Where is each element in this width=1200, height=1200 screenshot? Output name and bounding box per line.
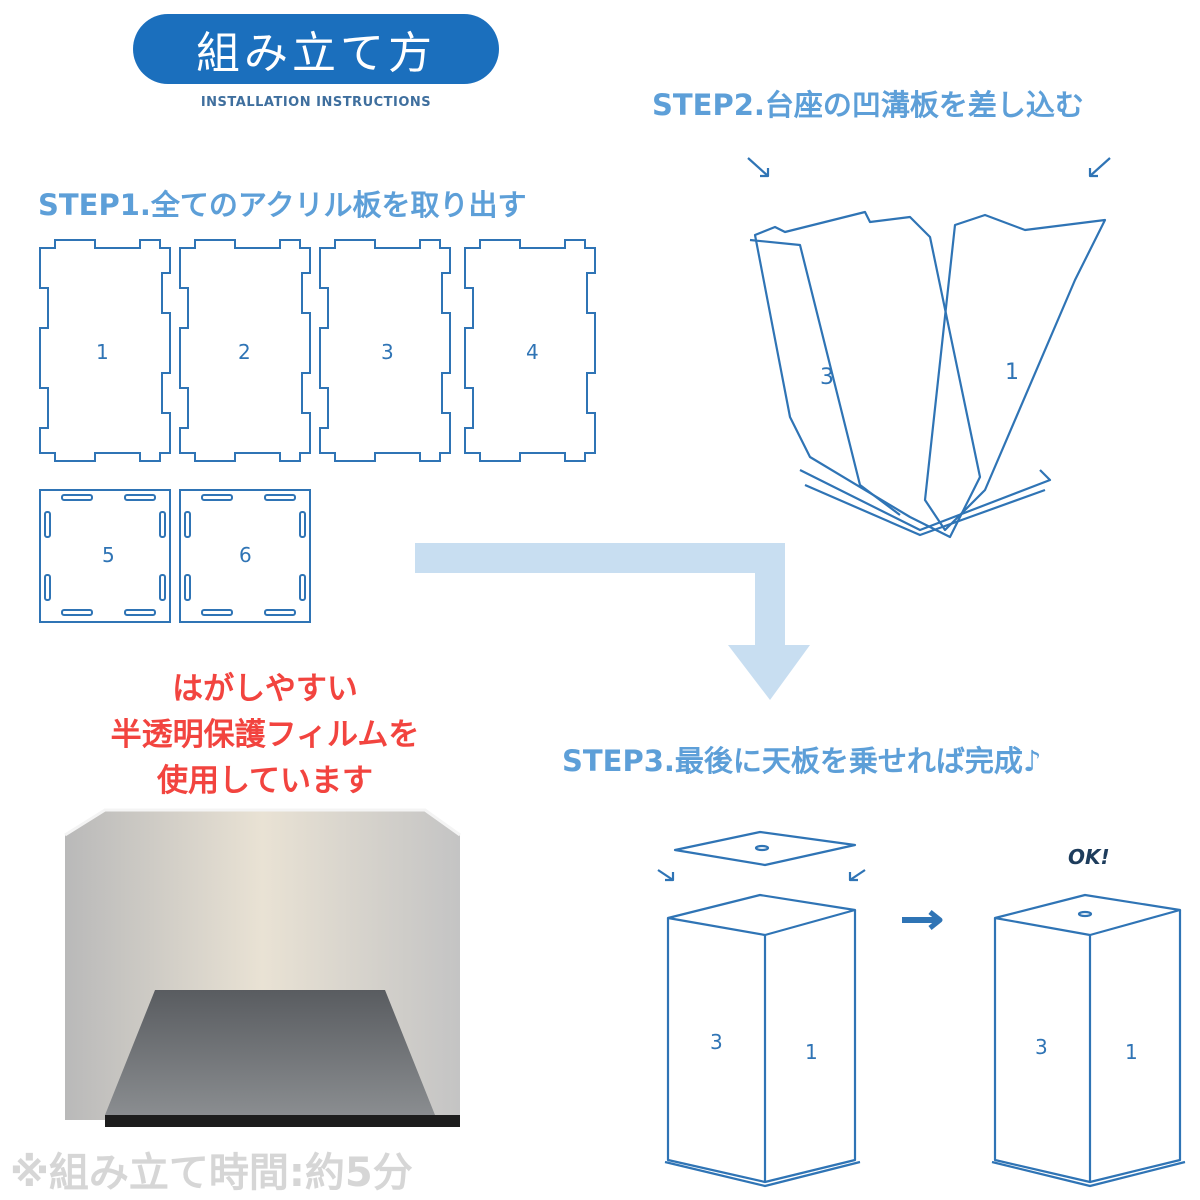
arrow-in-right-icon	[848, 872, 858, 882]
panel-6	[179, 489, 311, 623]
arrow-right-icon	[1088, 168, 1098, 178]
panel-6-number: 6	[239, 543, 252, 567]
step2-panel-3-number: 3	[820, 365, 834, 390]
promo-line-3: 使用しています	[156, 763, 374, 799]
step1-panels-diagram	[39, 239, 596, 623]
flow-arrow-icon	[415, 543, 810, 700]
done-box-panel-3-number: 3	[1035, 1035, 1048, 1059]
panel-3	[319, 239, 451, 462]
panel-2	[179, 239, 311, 462]
completed-box	[991, 893, 1186, 1188]
step1-label: STEP1.全てのアクリル板を取り出す	[38, 188, 527, 222]
promo-line-1: はがしやすい	[172, 671, 358, 707]
done-box-panel-1-number: 1	[1125, 1040, 1138, 1064]
panel-1-shape	[923, 213, 1107, 532]
step2-panel-1-number: 1	[1005, 360, 1019, 385]
open-box	[664, 893, 861, 1188]
promo-text: はがしやすい 半透明保護フィルムを 使用しています	[60, 666, 470, 804]
assembly-time-note: ※組み立て時間:約5分	[10, 1150, 413, 1196]
step2-label: STEP2.台座の凹溝板を差し込む	[652, 88, 1084, 122]
panel-1-number: 1	[96, 340, 109, 364]
top-lid	[673, 830, 857, 867]
open-box-panel-3-number: 3	[710, 1030, 723, 1054]
page-title: 組み立て方	[196, 28, 436, 79]
promo-line-2: 半透明保護フィルムを	[110, 717, 420, 753]
page-subtitle: INSTALLATION INSTRUCTIONS	[200, 95, 432, 110]
arrow-in-left-icon	[665, 872, 675, 882]
open-box-panel-1-number: 1	[805, 1040, 818, 1064]
panel-1	[39, 239, 171, 462]
product-photo	[64, 808, 461, 1127]
ok-label: OK!	[1068, 845, 1110, 869]
panel-3-number: 3	[381, 340, 394, 364]
step3-label: STEP3.最後に天板を乗せれば完成♪	[562, 744, 1042, 778]
panel-3-shape	[753, 210, 982, 539]
panel-2-number: 2	[238, 340, 251, 364]
panel-5	[39, 489, 171, 623]
panel-4	[464, 239, 596, 462]
panel-4-number: 4	[526, 340, 539, 364]
panel-5-number: 5	[102, 543, 115, 567]
step3-diagram	[657, 830, 1186, 1188]
title-banner: 組み立て方	[133, 14, 499, 84]
step2-diagram	[747, 157, 1111, 539]
arrow-left-icon	[747, 157, 769, 177]
